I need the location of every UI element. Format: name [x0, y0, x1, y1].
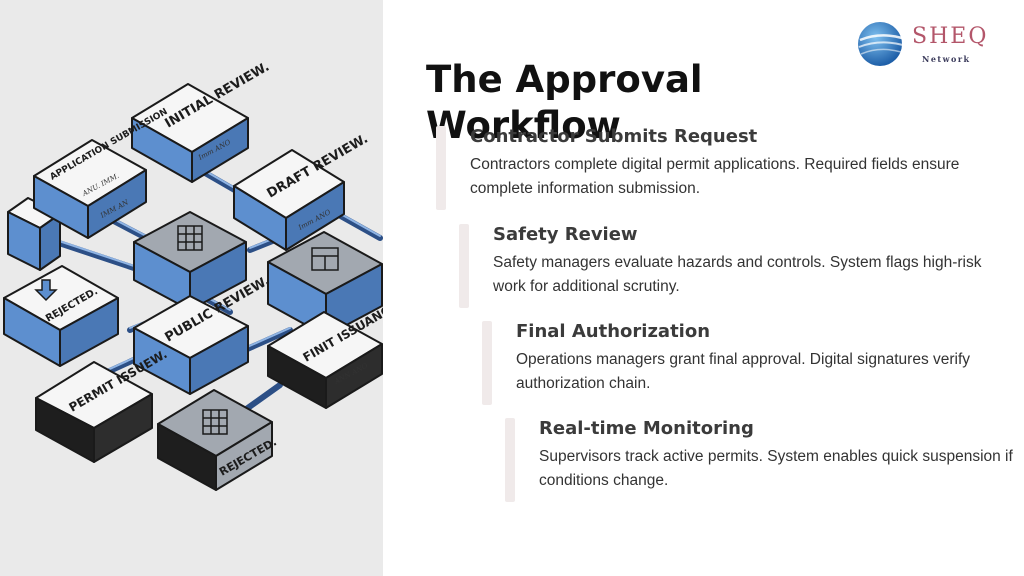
initial-review-box [131, 83, 249, 183]
rejected-box-1 [3, 265, 119, 367]
application-submission-box [33, 139, 147, 239]
step-4-bar [505, 418, 515, 502]
slide-title: The Approval Workflow [426, 58, 703, 147]
step-1-description: Contractors complete digital permit appl… [470, 156, 960, 197]
draft-review-box [233, 149, 345, 251]
permit-issuew-box [35, 361, 153, 463]
step-3-description: Operations managers grant final approval… [516, 351, 971, 392]
step-1-title: Contractor Submits Request [470, 126, 758, 147]
step-3-bar [482, 321, 492, 405]
globe-icon [858, 22, 904, 66]
down-arrow-icon [34, 279, 58, 302]
final-issuance-box [267, 311, 383, 409]
step-2-title: Safety Review [493, 224, 638, 245]
step-3-title: Final Authorization [516, 321, 711, 342]
box-icon [311, 247, 339, 271]
sheq-network-logo: SHEQ Network [856, 18, 986, 70]
step-2-bar [459, 224, 469, 308]
grid-icon [177, 225, 203, 251]
logo-name: SHEQ [912, 24, 989, 49]
step-1-bar [436, 126, 446, 210]
public-review-box [133, 295, 249, 395]
logo-subtitle: Network [922, 54, 971, 64]
step-2-description: Safety managers evaluate hazards and con… [493, 254, 982, 295]
grid-icon-2 [202, 409, 228, 435]
isometric-workflow-diagram: INITIAL REVIEW. Imm ANO APPLICATION SUBM… [3, 59, 383, 491]
rejected-box-2 [157, 389, 273, 491]
step-4-description: Supervisors track active permits. System… [539, 448, 1013, 489]
center-grid-cube [133, 211, 247, 311]
workflow-illustration: INITIAL REVIEW. Imm ANO APPLICATION SUBM… [0, 0, 383, 576]
small-cube [7, 197, 61, 271]
step-4-title: Real-time Monitoring [539, 418, 754, 439]
